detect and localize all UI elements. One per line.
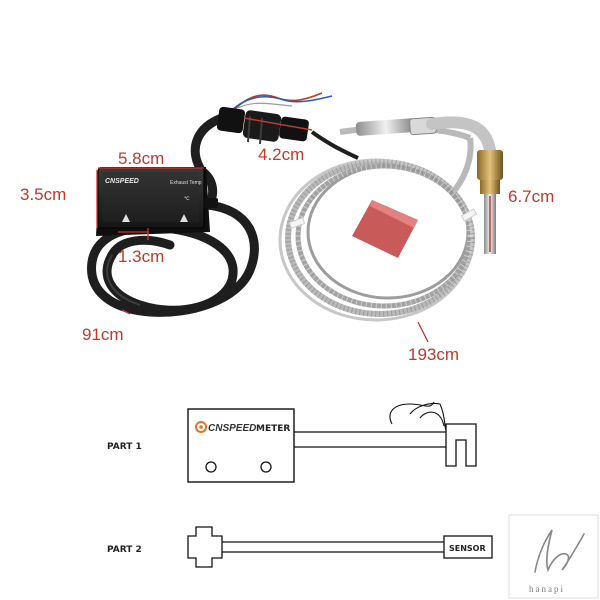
sensor-cable [278,125,478,322]
device-label: Exhaust Temp [170,180,202,186]
device-button-left[interactable] [122,214,130,222]
cable-connector [216,106,309,145]
device-button-right[interactable] [180,214,188,222]
part1-button-right [260,461,272,473]
height-dimension-label: 3.5cm [20,185,66,204]
part2-name: SENSOR [449,544,486,553]
part1-name: METER [256,424,290,434]
part1-button-left [205,461,217,473]
device-unit: ℃ [184,196,190,202]
part2-label: PART 2 [107,545,142,555]
connector-dimension-label: 4.2cm [258,145,304,164]
sensor-cable-dimension-line [417,321,429,343]
part1-brand: CNSPEED [208,423,256,434]
meter-cable-dimension-label: 91cm [82,325,124,344]
connector-dimension-line [243,117,313,131]
width-dimension-label: 5.8cm [118,149,164,168]
device-dimension-lines [96,167,204,315]
part2-sensor-diagram: SENSOR [187,526,493,568]
adhesive-pad [352,200,418,258]
depth-dimension-label: 1.3cm [118,247,164,266]
temperature-probe [355,116,503,254]
part1-meter-diagram: CNSPEED METER [187,401,477,483]
watermark-logo: hanapi [508,514,599,599]
sensor-cable-dimension-label: 193cm [408,345,459,364]
signal-wires [231,92,333,113]
probe-dimension-label: 6.7cm [508,187,554,206]
watermark-text: hanapi [529,584,565,594]
device-brand: CNSPEED [105,178,139,185]
meter-device: CNSPEED Exhaust Temp ℃ [96,167,218,236]
part1-label: PART 1 [107,442,142,452]
